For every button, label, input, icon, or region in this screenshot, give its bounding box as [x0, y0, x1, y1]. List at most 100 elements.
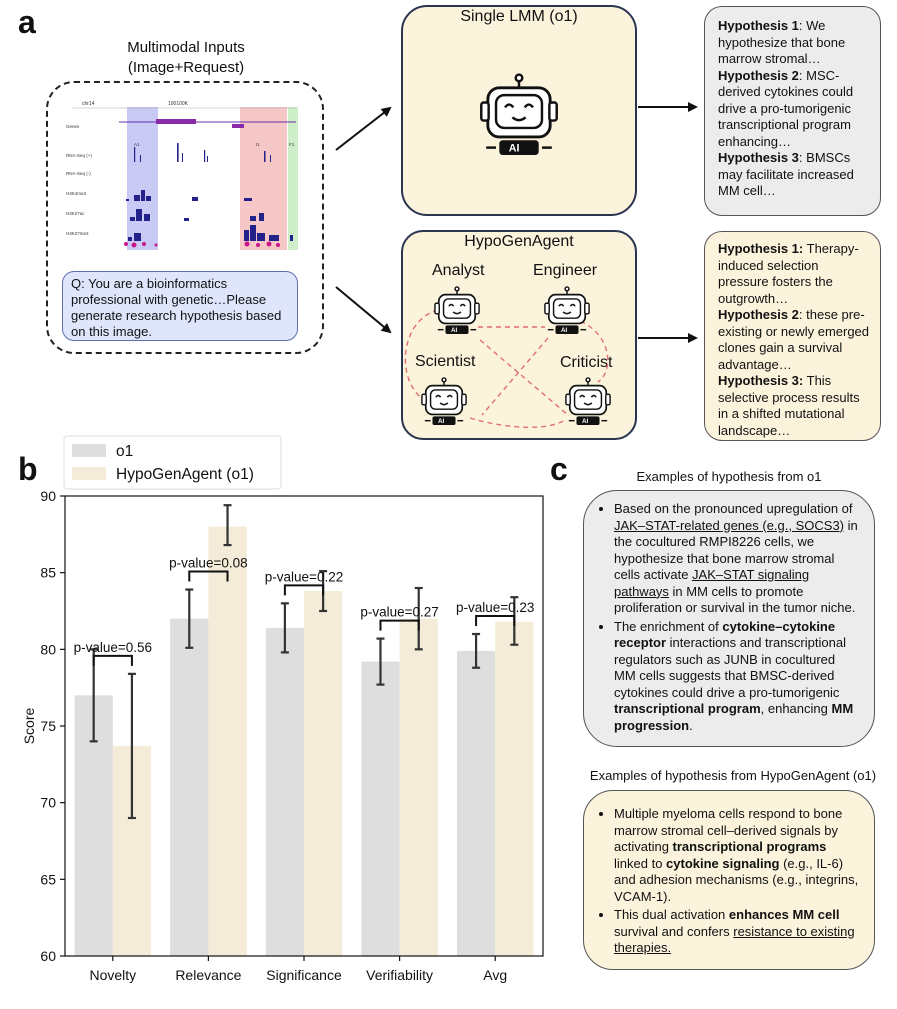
errorbar-hypogenagent-novelty — [127, 672, 136, 820]
request-prompt-box: Q: You are a bioinformatics professional… — [62, 271, 298, 341]
hypothesis-text: : BMSCs may facilitate increased MM cell… — [718, 150, 854, 198]
robot-badge-text: AI — [582, 418, 589, 425]
pvalue-label-relevance: p-value=0.08 — [169, 556, 247, 571]
track-label-rnaseq-minus: RNA-Seq (-) — [66, 171, 91, 176]
robot-badge-text: AI — [451, 327, 458, 334]
hypothesis-label: Hypothesis 1 — [718, 18, 799, 33]
region-label-i1: I1 — [256, 142, 260, 147]
o1-example-1: Based on the pronounced upregulation of … — [614, 501, 860, 617]
o1-examples-list: Based on the pronounced upregulation of … — [598, 501, 860, 734]
panel-label-c: c — [550, 451, 568, 487]
legend-swatch-o1 — [72, 444, 106, 457]
track-top-label: chr14 — [82, 101, 95, 107]
pvalue-bracket-avg — [475, 615, 516, 626]
x-tick-label-avg: Avg — [483, 967, 507, 983]
agent-hypothesis-2: Hypothesis 2: these pre-existing or newl… — [718, 307, 872, 373]
agent-example-1: Multiple myeloma cells respond to bone m… — [614, 806, 862, 905]
track-label-h3k27me3: H3K27me3 — [66, 231, 89, 236]
legend-label-o1: o1 — [116, 443, 133, 460]
panel-label-b: b — [18, 451, 38, 487]
y-tick-label: 90 — [40, 488, 56, 504]
robot-single-lmm-icon: AI — [480, 73, 558, 155]
single-hypothesis-2: Hypothesis 2: MSC-derived cytokines coul… — [718, 68, 872, 151]
multimodal-input-box — [46, 81, 324, 354]
inputs-title-line1: Multimodal Inputs — [127, 39, 245, 56]
robot-badge-text: AI — [561, 327, 568, 334]
pvalue-label-novelty: p-value=0.56 — [74, 640, 152, 655]
single-hypothesis-1: Hypothesis 1: We hypothesize that bone m… — [718, 18, 872, 68]
agent-hypothesis-3: Hypothesis 3: This selective process res… — [718, 373, 872, 439]
hypogenagent-hypotheses: Hypothesis 1: Therapy-induced selection … — [704, 231, 881, 441]
errorbar-o1-significance — [280, 602, 289, 654]
panel-a-arrows — [335, 102, 698, 343]
hypothesis-text: This selective process results in a shif… — [718, 373, 860, 438]
single-hypothesis-3: Hypothesis 3: BMSCs may facilitate incre… — [718, 150, 872, 200]
agent-links — [404, 309, 609, 428]
highlight-region-i1 — [240, 107, 287, 250]
link-analyst-criticist — [479, 339, 569, 416]
errorbar-o1-verifiability — [376, 637, 385, 686]
hypothesis-text: : these pre-existing or newly emerged cl… — [718, 307, 870, 372]
robot-engineer-icon: AI — [544, 286, 590, 334]
pvalue-label-significance: p-value=0.22 — [265, 569, 343, 584]
errorbar-o1-relevance — [185, 588, 194, 649]
legend-frame — [63, 435, 282, 490]
hypothesis-text: : MSC-derived cytokines could drive a pr… — [718, 67, 854, 149]
link-analyst-scientist — [404, 309, 439, 401]
hypothesis-label: Hypothesis 3: — [718, 373, 804, 388]
pvalue-label-avg: p-value=0.23 — [456, 600, 534, 615]
agent-hypothesis-1: Hypothesis 1: Therapy-induced selection … — [718, 241, 872, 307]
hypothesis-label: Hypothesis 2 — [718, 67, 799, 83]
x-tick-label-novelty: Novelty — [89, 967, 136, 983]
bar-o1-significance — [265, 627, 304, 956]
track-label-h3k4me3: H3K4me3 — [66, 191, 87, 196]
hypothesis-text: Therapy-induced selection pressure foste… — [718, 241, 859, 306]
x-tick-label-verifiability: Verifiability — [366, 967, 433, 983]
track-label-h3k27ac: H3K27ac — [66, 211, 85, 216]
agent-examples-title: Examples of hypothesis from HypoGenAgent… — [589, 768, 877, 783]
y-axis-label: Score — [21, 708, 37, 745]
hypothesis-label: Hypothesis 2 — [718, 307, 799, 322]
robot-badge-text: AI — [509, 143, 520, 155]
highlight-region-a1 — [127, 107, 158, 250]
role-label-scientist: Scientist — [415, 353, 476, 370]
pvalue-bracket-significance — [283, 584, 325, 596]
track-scale-label: 100100K — [168, 101, 189, 107]
panel-label-a: a — [18, 4, 36, 40]
role-label-criticist: Criticist — [560, 354, 613, 371]
hypothesis-label: Hypothesis 1: — [718, 241, 804, 256]
score-bar-chart: p-value=0.56 p-value=0.08 p-value=0.22 p-va… — [21, 435, 544, 983]
x-tick-label-significance: Significance — [266, 967, 342, 983]
bar-hypogenagent-verifiability — [399, 618, 438, 956]
agent-examples-list: Multiple myeloma cells respond to bone m… — [598, 806, 862, 957]
x-tick-label-relevance: Relevance — [175, 967, 241, 983]
link-scientist-criticist — [469, 417, 566, 428]
o1-example-2: The enrichment of cytokine–cytokine rece… — [614, 619, 860, 735]
link-engineer-scientist — [481, 337, 549, 416]
single-lmm-title: Single LMM (o1) — [460, 8, 578, 25]
o1-examples-title: Examples of hypothesis from o1 — [636, 469, 822, 484]
link-engineer-criticist — [571, 317, 609, 383]
region-label-a1: A1 — [134, 142, 140, 147]
pvalue-bracket-verifiability — [379, 619, 420, 631]
region-label-f1: F1 — [289, 142, 295, 147]
bar-o1-verifiability — [361, 661, 400, 956]
legend-label-hypogenagent: HypoGenAgent (o1) — [116, 466, 254, 483]
errorbar-hypogenagent-relevance — [223, 504, 232, 547]
arrow-to-single-lmm — [335, 106, 392, 151]
track-label-rnaseq-plus: RNA-Seq (+) — [66, 153, 92, 158]
bar-hypogenagent-avg — [495, 621, 534, 956]
robot-criticist-icon: AI — [565, 377, 611, 425]
inputs-title: Multimodal Inputs (Image+Request) — [48, 38, 324, 78]
arrow-to-hypogenagent — [335, 286, 392, 334]
inputs-title-line2: (Image+Request) — [127, 59, 245, 76]
pvalue-label-verifiability: p-value=0.27 — [360, 605, 438, 620]
agent-example-2: This dual activation enhances MM cell su… — [614, 907, 862, 957]
o1-examples-box: Based on the pronounced upregulation of … — [583, 490, 875, 747]
bar-o1-avg — [456, 650, 496, 956]
errorbar-o1-avg — [472, 632, 481, 669]
single-lmm-hypotheses: Hypothesis 1: We hypothesize that bone m… — [704, 6, 881, 216]
legend-swatch-hypogenagent — [72, 467, 106, 480]
robot-scientist-icon: AI — [421, 377, 467, 425]
